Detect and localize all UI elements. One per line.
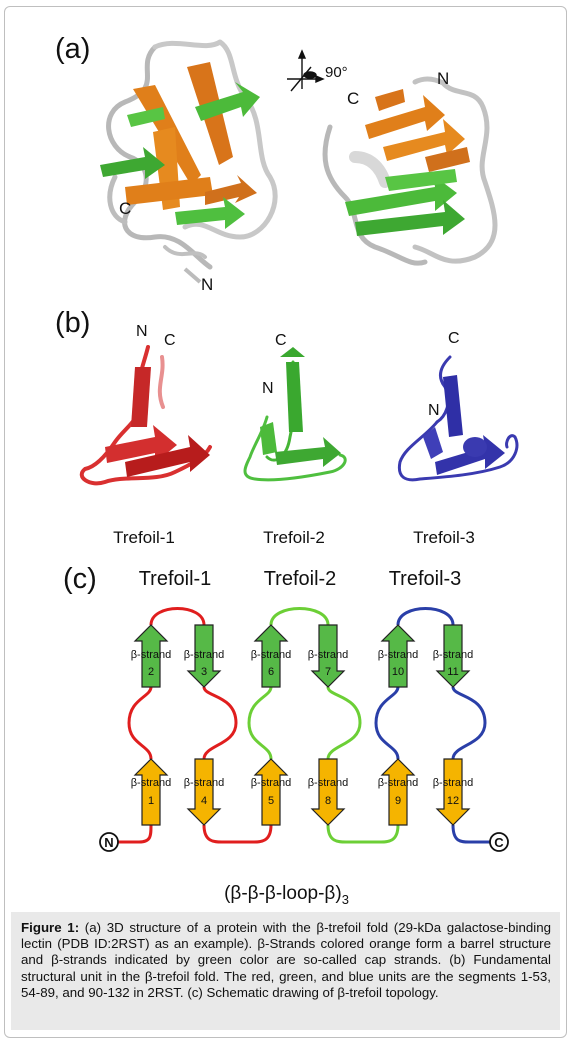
rotation-angle-label: 90° <box>325 64 348 81</box>
cap-strand-number-1: 2 <box>148 666 154 678</box>
topology-loop-left-1 <box>127 686 153 760</box>
barrel-strand-number-5: 9 <box>395 795 401 807</box>
barrel-strand-arrow-5 <box>380 758 416 826</box>
right-green-strands <box>345 169 465 236</box>
panel-a-structures: C N 90° C N <box>100 39 498 294</box>
c-terminus-circle <box>489 832 509 852</box>
barrel-strand-arrow-6 <box>435 758 471 826</box>
barrel-strand-arrow-2 <box>186 758 222 826</box>
topology-loop-top-3 <box>396 607 455 626</box>
cap-strand-arrow-6 <box>435 624 471 688</box>
cap-strand-label-1: β-strand <box>131 649 172 661</box>
barrel-strand-arrow-1 <box>133 758 169 826</box>
caption-text: (a) 3D structure of a protein with the β… <box>21 920 552 1000</box>
cap-strand-number-2: 3 <box>201 666 207 678</box>
n-terminus-label: N <box>104 835 113 850</box>
rotation-axis-icon <box>287 49 325 92</box>
right-orange-strands <box>365 89 470 172</box>
trefoil-1-c-terminus: C <box>164 332 176 349</box>
topology-loop-right-1 <box>202 686 238 760</box>
right-protein-ribbon <box>322 76 498 266</box>
barrel-strand-number-3: 5 <box>268 795 274 807</box>
trefoil-3-caption: Trefoil-3 <box>413 528 475 547</box>
trefoil-2-strands <box>260 347 341 467</box>
cap-strand-label-2: β-strand <box>184 649 225 661</box>
topology-link-1 <box>202 824 273 844</box>
topology-loop-right-3 <box>451 686 487 760</box>
figure-caption: Figure 1: (a) 3D structure of a protein … <box>11 912 560 1030</box>
topology-link-2 <box>326 824 400 844</box>
trefoil-2-n-terminus: N <box>262 380 274 397</box>
topology-loop-right-2 <box>326 686 362 760</box>
formula-subscript: 3 <box>341 891 349 907</box>
cap-strand-number-5: 10 <box>392 666 404 678</box>
topology-title-3: Trefoil-3 <box>388 568 462 590</box>
trefoil-3-strands <box>423 375 505 475</box>
barrel-strand-label-5: β-strand <box>378 777 419 789</box>
barrel-strand-arrow-3 <box>253 758 289 826</box>
cap-strand-arrow-2 <box>186 624 222 688</box>
cap-strand-arrow-1 <box>133 624 169 688</box>
right-n-terminus: N <box>437 69 449 88</box>
barrel-strand-label-1: β-strand <box>131 777 172 789</box>
cap-strand-label-6: β-strand <box>433 649 474 661</box>
cap-strand-number-6: 11 <box>447 666 458 678</box>
cap-strand-label-5: β-strand <box>378 649 419 661</box>
topology-title-2: Trefoil-2 <box>263 568 337 590</box>
topology-diagram: β-strand 2 β-strand 3 β-strand 6 β-strand 7 β-st… <box>99 607 509 852</box>
n-terminus-circle <box>99 832 119 852</box>
left-orange-strands <box>125 62 257 210</box>
topology-loop-top-2 <box>269 607 330 626</box>
trefoil-3-n-terminus: N <box>428 402 440 419</box>
topology-n-tail <box>118 824 153 844</box>
trefoil-2-caption: Trefoil-2 <box>263 528 325 547</box>
trefoil-1-strands <box>105 367 210 477</box>
barrel-strand-number-2: 4 <box>201 795 207 807</box>
cap-strand-arrow-5 <box>380 624 416 688</box>
barrel-strand-number-6: 12 <box>447 795 459 807</box>
barrel-strand-label-4: β-strand <box>308 777 349 789</box>
caption-lead: Figure 1: <box>21 920 80 935</box>
topology-title-1: Trefoil-1 <box>138 568 212 590</box>
barrel-strand-label-2: β-strand <box>184 777 225 789</box>
barrel-strand-arrow-4 <box>310 758 346 826</box>
right-c-terminus: C <box>347 89 359 108</box>
topology-formula: (β-β-β-loop-β)3 <box>5 883 568 907</box>
topology-loop-left-2 <box>247 686 273 760</box>
c-terminus-label: C <box>494 835 504 850</box>
cap-strand-number-3: 6 <box>268 666 274 678</box>
barrel-strand-number-1: 1 <box>148 795 154 807</box>
cap-strand-label-3: β-strand <box>251 649 292 661</box>
topology-loop-top-1 <box>149 607 206 626</box>
barrel-strand-number-4: 8 <box>325 795 331 807</box>
figure: (a) C N <box>4 6 567 1038</box>
cap-strand-number-4: 7 <box>325 666 331 678</box>
cap-strand-arrow-3 <box>253 624 289 688</box>
trefoil-1-caption: Trefoil-1 <box>113 528 175 547</box>
left-n-terminus: N <box>201 275 213 294</box>
formula-main: (β-β-β-loop-β) <box>224 883 342 904</box>
panel-a-label: (a) <box>55 33 91 65</box>
left-c-terminus: C <box>119 199 131 218</box>
topology-c-tail <box>451 824 490 844</box>
topology-loop-left-3 <box>374 686 400 760</box>
barrel-strand-label-6: β-strand <box>433 777 474 789</box>
trefoil-3-c-terminus: C <box>448 330 460 347</box>
cap-strand-arrow-4 <box>310 624 346 688</box>
left-n-tail <box>183 267 202 284</box>
trefoil-1-n-terminus: N <box>136 323 148 340</box>
left-green-strands <box>100 82 260 229</box>
panel-c-label: (c) <box>63 563 97 595</box>
trefoil-2-c-terminus: C <box>275 332 287 349</box>
panel-b-label: (b) <box>55 307 91 339</box>
barrel-strand-label-3: β-strand <box>251 777 292 789</box>
panel-b-units: N C C N C N <box>79 323 519 486</box>
cap-strand-label-4: β-strand <box>308 649 349 661</box>
